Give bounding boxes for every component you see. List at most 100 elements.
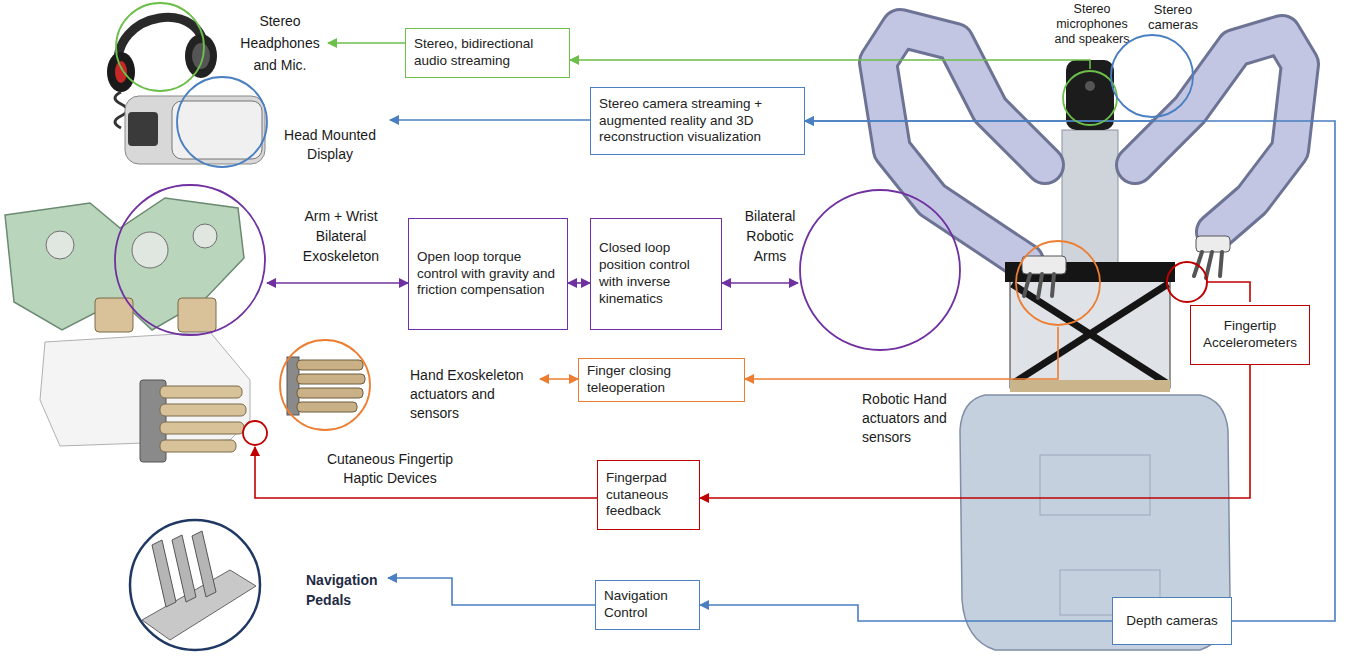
circle-outline — [115, 185, 265, 335]
connector-arrow — [700, 605, 1112, 621]
callout-label: Arm + Wrist Bilateral Exoskeleton — [285, 206, 397, 266]
hmd-body — [125, 96, 265, 164]
callout-circle: Robotic Hand actuators and sensors — [1014, 239, 1102, 327]
torso-brace — [1012, 284, 1168, 384]
pedal-base — [142, 570, 256, 640]
robot-torso — [1010, 278, 1170, 388]
callout-circle-outline — [1109, 33, 1195, 119]
box-text: Fingerpad cutaneous feedback — [606, 470, 691, 521]
finger-link — [160, 386, 242, 398]
callout-text: Navigation Pedals — [306, 570, 388, 610]
connector-arrow — [388, 578, 595, 605]
process-box: Fingertip Accelerometers — [1190, 305, 1310, 365]
robot-arm — [878, 28, 1045, 262]
process-box: Open loop torque control with gravity an… — [408, 218, 568, 330]
callout-label: Hand Exoskeleton actuators and sensors — [410, 366, 540, 423]
callout-circle: Arm + Wrist Bilateral Exoskeleton — [113, 183, 267, 337]
connector-arrow — [568, 282, 590, 284]
callout-circle-outline — [278, 338, 372, 432]
callout-circle-outline — [113, 183, 267, 337]
process-box: Navigation Control — [595, 580, 700, 630]
box-text: Stereo, bidirectional audio streaming — [414, 36, 561, 70]
robot-arm-outline — [1135, 34, 1300, 232]
callout-circle-outline — [241, 419, 269, 447]
pedal — [192, 531, 216, 597]
circle-outline — [177, 77, 267, 167]
box-text: Closed loop position control with invers… — [599, 240, 713, 308]
finger-link — [297, 402, 357, 412]
circle-outline — [243, 421, 267, 445]
process-box: Closed loop position control with invers… — [590, 218, 722, 330]
callout-label: Head Mounted Display — [270, 126, 390, 164]
hmd-front — [172, 101, 262, 159]
ear-cup — [107, 52, 135, 92]
process-box: Stereo camera streaming + augmented real… — [590, 87, 805, 155]
callout-text: Head Mounted Display — [270, 126, 390, 164]
exoskeleton-joint — [46, 231, 74, 259]
callout-text: Stereo microphones and speakers — [1048, 2, 1136, 47]
callout-circle-outline — [128, 518, 262, 652]
exoskeleton-joint — [132, 232, 168, 268]
pedal — [172, 535, 196, 602]
ear-cup — [185, 34, 217, 78]
process-box: Fingerpad cutaneous feedback — [597, 460, 700, 530]
callout-circle-outline — [175, 75, 269, 169]
finger-link — [297, 388, 363, 398]
callout-circle: Head Mounted Display — [175, 75, 390, 169]
connector-arrow — [700, 365, 1250, 498]
callout-circle: Stereo cameras — [1109, 33, 1195, 119]
callout-circle-outline — [114, 1, 206, 93]
process-box: Stereo, bidirectional audio streaming — [405, 28, 570, 78]
finger-link — [297, 374, 365, 384]
process-box: Finger closing teleoperation — [578, 358, 745, 402]
ear-cup-accent — [115, 61, 127, 83]
robot-fingers — [1024, 274, 1054, 298]
callout-text: Robotic Hand actuators and sensors — [862, 390, 960, 447]
box-text: Navigation Control — [604, 588, 691, 622]
fingertip-marker — [1167, 262, 1207, 302]
connector-arrow — [390, 119, 590, 121]
callout-label: Navigation Pedals — [306, 570, 388, 610]
callout-text: Stereo Headphones and Mic. — [232, 10, 328, 76]
robot-arm-outline — [878, 28, 1045, 262]
callout-circle-outline — [798, 188, 962, 352]
pedal — [152, 540, 176, 607]
base-panel — [1040, 455, 1150, 515]
callout-circle: Bilateral Robotic Arms — [798, 188, 962, 352]
callout-label: Robotic Hand actuators and sensors — [862, 390, 960, 447]
box-text: Stereo camera streaming + augmented real… — [599, 96, 796, 147]
callout-label: Bilateral Robotic Arms — [730, 206, 810, 266]
robot-hand — [1022, 256, 1066, 274]
connector-arrow — [722, 282, 798, 284]
robot-hand — [1196, 236, 1230, 252]
callout-text: Hand Exoskeleton actuators and sensors — [410, 366, 540, 423]
process-box: Depth cameras — [1112, 597, 1232, 645]
finger-link — [297, 360, 363, 370]
connector-arrow — [255, 447, 597, 498]
torso-brace — [1012, 284, 1168, 384]
robot-column — [1062, 130, 1118, 265]
callout-circle: Stereo Headphones and Mic. — [114, 1, 328, 93]
box-text: Fingertip Accelerometers — [1199, 318, 1301, 352]
connector-arrow — [745, 327, 1058, 379]
connector-arrow — [328, 42, 405, 44]
finger-link — [160, 422, 244, 434]
exoskeleton-link — [178, 298, 216, 332]
circle-outline — [800, 190, 960, 350]
callout-label: Cutaneous Fingertip Haptic Devices — [315, 450, 465, 488]
finger-link — [160, 440, 236, 452]
head-camera — [1085, 81, 1095, 91]
callout-label: Stereo microphones and speakers — [1048, 2, 1136, 47]
hmd-strap — [128, 112, 158, 146]
circle-outline — [280, 340, 370, 430]
circle-outline — [1016, 241, 1100, 325]
torso-strip — [1010, 380, 1170, 392]
circle-outline — [130, 520, 260, 650]
box-text: Open loop torque control with gravity an… — [417, 249, 559, 300]
callout-text: Stereo cameras — [1142, 2, 1204, 32]
callout-text: Arm + Wrist Bilateral Exoskeleton — [285, 206, 397, 266]
box-text: Depth cameras — [1121, 613, 1223, 630]
connector-arrow — [570, 60, 1090, 69]
connector-arrow — [805, 121, 1335, 621]
